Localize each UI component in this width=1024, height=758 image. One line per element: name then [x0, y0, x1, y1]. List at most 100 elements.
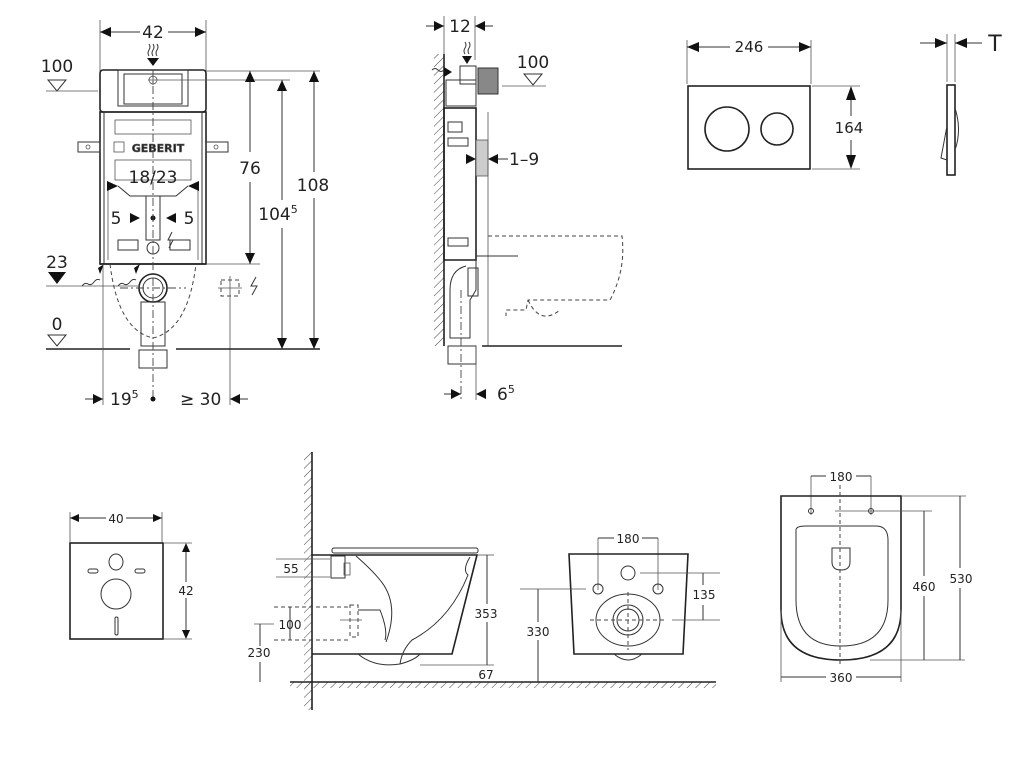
bowl-bottom	[357, 653, 421, 666]
dim-104-sup: 5	[291, 203, 298, 216]
bracket-hole	[85, 144, 91, 150]
arrow-icon	[476, 389, 486, 399]
dim-12: 12	[449, 17, 471, 37]
mount-hole	[808, 508, 814, 514]
arrow-icon	[462, 56, 472, 64]
drain-connector	[467, 267, 479, 297]
dim-230: 230	[248, 646, 271, 660]
toilet-seat-top	[795, 525, 889, 647]
dim-19-value: 19	[110, 390, 132, 410]
frame-panel	[114, 159, 192, 181]
flush-button-small[interactable]	[760, 112, 794, 146]
mount-hole	[592, 583, 604, 595]
arrow-icon	[466, 154, 476, 164]
toilet-dashed-outline	[527, 299, 561, 317]
toilet-top-view: 180 460 530 360	[780, 470, 973, 685]
arrow-icon	[955, 38, 967, 48]
flush-plate	[687, 85, 811, 170]
brand-logo-icon	[113, 141, 125, 153]
dim-76: 76	[239, 159, 261, 179]
arrow-icon	[277, 338, 287, 349]
dim-width-42: 42	[142, 23, 164, 43]
arrow-icon	[166, 213, 176, 223]
arrow-icon	[444, 67, 452, 77]
toilet-side-view: 55 100 230 353 67	[248, 452, 716, 710]
pad-hole-top	[108, 553, 124, 571]
dim-104-5: 1045	[258, 203, 297, 225]
dim-67: 67	[478, 668, 493, 682]
flush-plate-view: 246 164 T	[686, 32, 1002, 176]
dim-100: 100	[279, 618, 302, 632]
drain-bend	[446, 259, 477, 339]
dim-thickness-t: T	[987, 32, 1002, 57]
dim-135: 135	[693, 588, 716, 602]
floor-hatch	[290, 682, 716, 688]
plate-profile-detail	[940, 107, 959, 161]
flush-button-large[interactable]	[704, 106, 750, 152]
left-bracket	[77, 141, 101, 153]
dim-164: 164	[835, 119, 864, 137]
level-0-label: 0	[52, 315, 63, 335]
dim-right-5: 5	[184, 209, 195, 229]
pad-hole-drain	[100, 578, 132, 610]
arrow-icon	[98, 264, 104, 274]
bowl-inner	[355, 555, 471, 665]
dim-530: 530	[950, 572, 973, 586]
water-icon	[431, 68, 445, 72]
drain-outlet	[138, 349, 168, 369]
toilet-back-view: 180 135 330	[520, 532, 720, 682]
center-point	[150, 396, 156, 402]
arrow-icon	[230, 394, 240, 404]
arrow-icon	[277, 80, 287, 91]
dim-19-5: 195	[110, 388, 139, 410]
toilet-back	[568, 553, 689, 655]
drain-outlet	[447, 345, 477, 365]
drain-pipe	[140, 301, 166, 347]
inlet-cap	[343, 562, 351, 576]
level-100-label: 100	[41, 57, 73, 77]
right-bracket	[205, 141, 229, 153]
arrow-icon	[935, 38, 947, 48]
brand-label: GEBERIT	[132, 142, 185, 155]
toilet-bowl	[312, 554, 479, 655]
level-marker-icon	[522, 73, 544, 86]
arrow-icon	[107, 181, 118, 191]
connector	[169, 239, 191, 251]
drain-path	[358, 609, 387, 641]
arrow-icon	[475, 21, 485, 31]
water-inlet-icon	[147, 43, 159, 57]
level-23-label: 23	[46, 253, 68, 273]
arrow-icon	[182, 543, 190, 552]
dim-330: 330	[527, 625, 550, 639]
toilet-seat	[331, 547, 479, 554]
arrow-icon	[245, 71, 255, 82]
flush-pipe	[145, 195, 161, 241]
seat-hinge	[831, 547, 851, 571]
arrow-icon	[309, 71, 319, 82]
arrow-icon	[799, 42, 811, 52]
bowl-bottom	[613, 653, 643, 661]
arrow-icon	[147, 58, 159, 66]
arrow-icon	[309, 338, 319, 349]
arrow-icon	[153, 514, 162, 522]
toilet-top	[780, 495, 902, 661]
frame-element	[447, 121, 463, 133]
connector	[117, 239, 139, 251]
arrow-icon	[488, 154, 498, 164]
dim-40: 40	[108, 512, 123, 526]
electric-icon	[167, 231, 174, 249]
arrow-icon	[687, 42, 699, 52]
arrow-icon	[451, 389, 461, 399]
pad-slot	[114, 616, 119, 636]
cistern-top	[445, 79, 477, 107]
flush-actuator	[477, 67, 499, 95]
dim-460: 460	[913, 580, 936, 594]
plate-profile	[946, 84, 956, 176]
arrow-icon	[846, 155, 856, 169]
dim-6-value: 6	[497, 385, 508, 405]
dim-104-value: 104	[258, 205, 290, 225]
dim-180-top: 180	[830, 470, 853, 484]
dim-left-5: 5	[111, 209, 122, 229]
inlet-hole	[620, 565, 636, 581]
frame-element	[447, 237, 469, 247]
